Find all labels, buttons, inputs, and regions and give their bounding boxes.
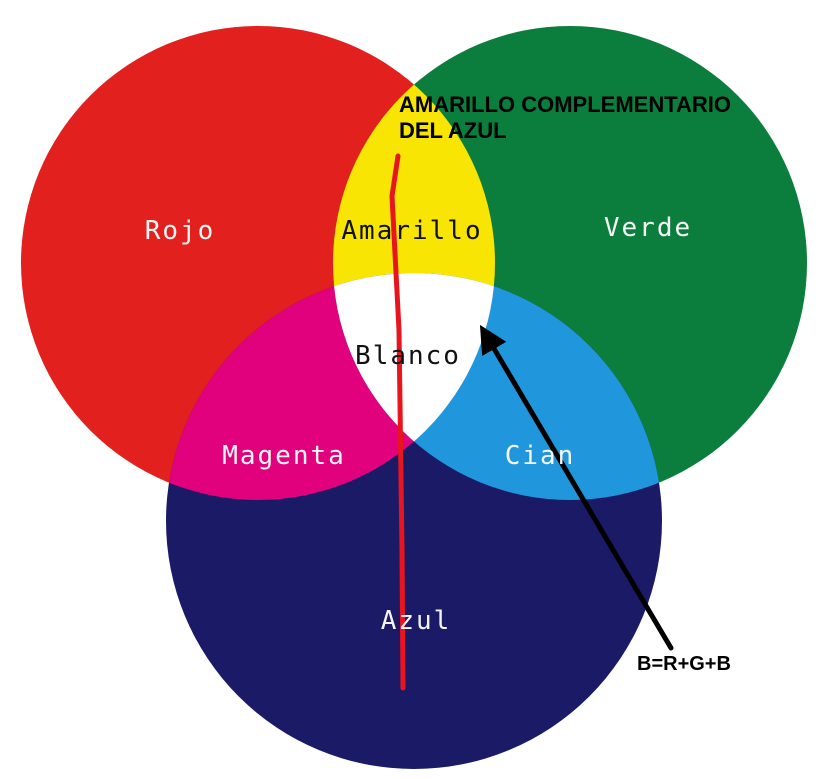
region-label-cian: Cian	[504, 441, 576, 471]
black-arrow	[479, 324, 674, 651]
annotation-formula: B=R+G+B	[637, 653, 731, 675]
region-label-amarillo: Amarillo	[341, 216, 483, 246]
region-label-azul: Azul	[380, 606, 452, 636]
red-annotation-line	[389, 153, 406, 691]
cyan-overlap-region	[333, 273, 662, 500]
annotation-yellow-note: AMARILLO COMPLEMENTARIO DEL AZUL	[399, 92, 732, 144]
region-label-blanco: Blanco	[355, 341, 461, 371]
region-label-verde: Verde	[603, 213, 693, 243]
region-label-rojo: Rojo	[144, 216, 216, 246]
region-label-magenta: Magenta	[222, 441, 346, 471]
magenta-overlap-region	[166, 273, 495, 500]
